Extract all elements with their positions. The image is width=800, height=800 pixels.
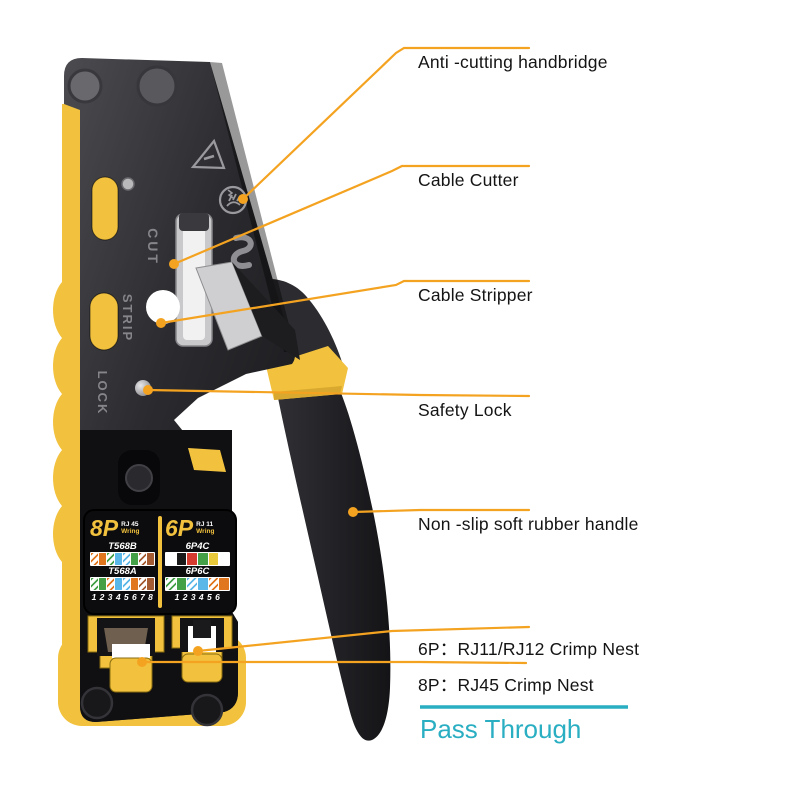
panel-6p-standard: RJ 11 [196,520,214,528]
rivet [136,65,178,107]
wire-color-row [90,577,155,591]
wiring-row-name: 6P4C [185,541,210,552]
wire-chip [198,553,208,565]
wiring-row-name: T568B [108,541,137,552]
callout-label-cable-cutter: Cable Cutter [418,170,519,190]
oval-slot [91,176,119,241]
strip-engraving: STRIP [120,294,135,342]
bottom-rivet [190,693,224,727]
warning-mark [203,154,215,161]
wire-chip [139,553,146,565]
wire-chip [176,578,187,590]
wire-color-row [90,552,155,566]
panel-6p-wiring-word: Wring [196,528,215,535]
wiring-panel: 8P RJ 45 Wring T568B T568A 1 2 3 4 5 6 7… [85,511,235,613]
wire-chip [115,578,122,590]
panel-6p-size: 6P [165,514,194,541]
wire-chip [166,578,176,590]
wire-chip [131,553,138,565]
wire-chip [107,553,114,565]
wire-chip [115,553,122,565]
crimp-nest-8p [87,615,165,693]
callout-line-rubber-handle [351,508,531,514]
callout-line-cable-stripper [159,279,531,325]
wiring-row-name: 6P6C [185,566,210,577]
callout-line-8p-nest [140,660,528,665]
warning-triangle-icon [190,138,226,170]
callout-label-rubber-handle: Non -slip soft rubber handle [418,514,639,534]
callout-line-anti-cutting [241,46,531,201]
metal-pin [121,177,135,191]
wire-chip [147,553,154,565]
bottom-rivet [80,686,114,720]
panel-8p-size: 8P [90,514,119,541]
callout-label-safety-lock: Safety Lock [418,400,512,420]
wire-chip [99,578,106,590]
wire-chip [107,578,114,590]
wire-chip [99,553,106,565]
callout-line-6p-nest [196,625,531,653]
rivet [67,68,103,104]
callout-label-6p-nest: 6P：RJ11/RJ12 Crimp Nest [418,639,640,659]
panel-6p-column: 6P RJ 11 Wring 6P4C 6P6C 1 2 3 4 5 6 [165,515,230,609]
head-right-rim [210,62,296,352]
wire-chip [198,578,208,590]
wire-chip [187,578,198,590]
wire-chip [166,553,176,565]
rubber-grip [272,368,391,741]
panel-8p-column: 8P RJ 45 Wring T568B T568A 1 2 3 4 5 6 7… [90,515,155,609]
callout-label-8p-nest: 8P：RJ45 Crimp Nest [418,675,594,695]
wire-chip [91,578,98,590]
wire-chip [219,553,230,565]
adjuster-wheel [125,464,153,492]
panel-8p-wiring-word: Wring [121,528,140,535]
wire-color-row [165,552,230,566]
wiring-row-name: T568A [108,566,137,577]
wire-chip [176,553,187,565]
pin-numbers: 1 2 3 4 5 6 [174,592,221,602]
callout-line-safety-lock [146,388,531,398]
panel-8p-standard: RJ 45 [121,520,139,528]
yellow-wedge [188,448,226,472]
pass-through-label: Pass Through [420,714,582,744]
wire-chip [208,553,219,565]
wire-chip [187,553,198,565]
wire-chip [91,553,98,565]
callout-label-anti-cutting: Anti -cutting handbridge [418,52,608,72]
wire-chip [123,578,130,590]
stripper-cover [232,262,300,360]
callout-lines [140,46,531,665]
callout-label-cable-stripper: Cable Stripper [418,285,533,305]
callout-dots [137,194,358,667]
wire-chip [208,578,219,590]
panel-divider [158,516,162,608]
stripper-notch [146,290,180,324]
wire-chip [139,578,146,590]
head-details: CUT STRIP LOCK [67,65,300,505]
wire-chip [131,578,138,590]
wire-chip [147,578,154,590]
oval-slot [89,292,119,351]
wire-color-row [165,577,230,591]
wire-chip [123,553,130,565]
cut-engraving: CUT [145,228,161,266]
cable-cutter-icon [231,234,254,269]
cut-blade-channel [175,213,213,347]
callout-line-cable-cutter [172,164,531,266]
pin-numbers: 1 2 3 4 5 6 7 8 [91,592,154,602]
wire-chip [219,578,230,590]
lock-engraving: LOCK [95,371,110,416]
